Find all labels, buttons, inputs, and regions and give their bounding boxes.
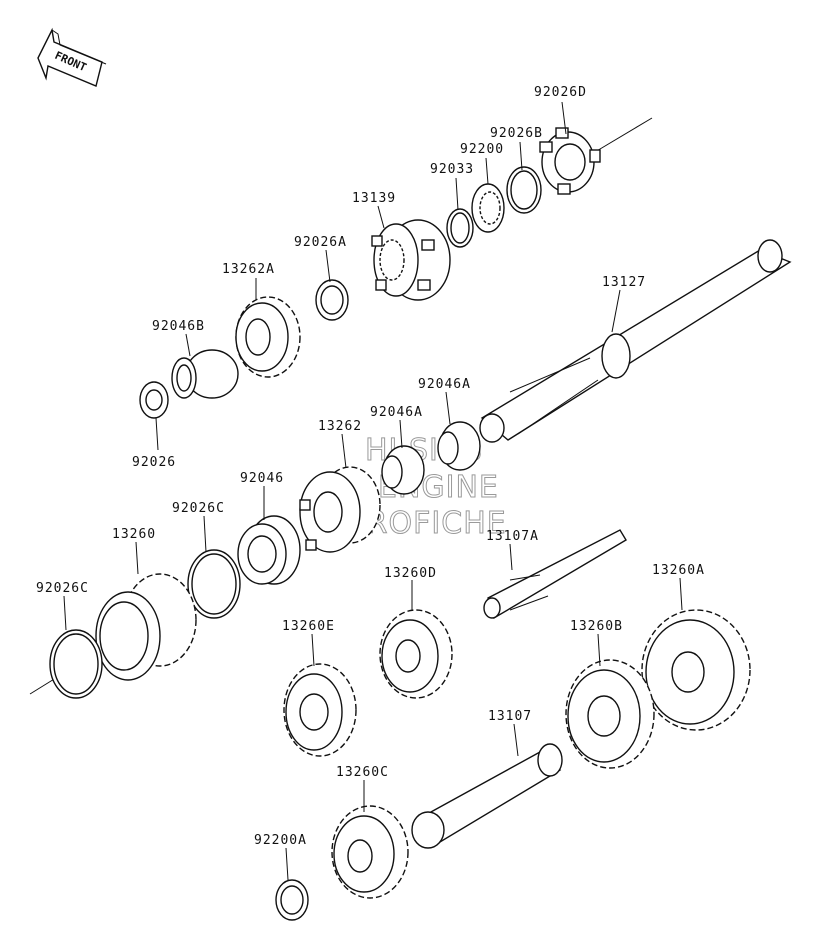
part-label-13127: 13127: [602, 275, 646, 290]
part-label-92026B: 92026B: [490, 126, 543, 141]
needle-bearing-92046A-lower: [381, 445, 425, 495]
part-label-92046A: 92046A: [370, 405, 423, 420]
circlip-92026C-upper: [187, 549, 241, 619]
snap-ring-92033: [446, 208, 474, 248]
circlip-92026B: [506, 166, 542, 214]
part-label-13107A: 13107A: [486, 529, 539, 544]
gear-13262A: [235, 296, 301, 378]
part-label-92026C: 92026C: [172, 501, 225, 516]
part-label-13262A: 13262A: [222, 262, 275, 277]
leader-lines: [63, 101, 683, 881]
part-label-13260B: 13260B: [570, 619, 623, 634]
circlip-92026C-lower: [49, 629, 103, 699]
part-label-92033: 92033: [430, 162, 474, 177]
splined-washer-92200: [471, 183, 505, 233]
part-label-13260A: 13260A: [652, 563, 705, 578]
part-label-92026: 92026: [132, 455, 176, 470]
part-label-13260: 13260: [112, 527, 156, 542]
front-arrow-icon: FRONT: [37, 27, 107, 87]
gear-13139: [371, 219, 451, 301]
part-label-13260D: 13260D: [384, 566, 437, 581]
lock-washer-92026D: [539, 127, 601, 195]
gear-13260B: [565, 659, 655, 769]
needle-bearing-92046B: [171, 349, 239, 399]
part-label-13260E: 13260E: [282, 619, 335, 634]
gear-13260D: [379, 609, 453, 699]
needle-bearing-92046: [237, 515, 301, 585]
part-label-13139: 13139: [352, 191, 396, 206]
part-label-92046: 92046: [240, 471, 284, 486]
part-label-92026C: 92026C: [36, 581, 89, 596]
part-label-92026A: 92026A: [294, 235, 347, 250]
part-label-92026D: 92026D: [534, 85, 587, 100]
gear-13262: [299, 466, 381, 553]
part-label-13107: 13107: [488, 709, 532, 724]
part-label-13260C: 13260C: [336, 765, 389, 780]
washer-92200A: [275, 879, 309, 921]
gear-13260A: [641, 609, 751, 731]
gear-13260C: [331, 805, 409, 899]
needle-bearing-92046A-upper: [437, 421, 481, 471]
axis-line-upper: [594, 117, 653, 153]
washer-92026A: [315, 279, 349, 321]
gear-13260: [95, 573, 197, 681]
part-label-92200A: 92200A: [254, 833, 307, 848]
part-label-13262: 13262: [318, 419, 362, 434]
shaft-13107: [411, 743, 563, 849]
part-label-92200: 92200: [460, 142, 504, 157]
part-labels: 92026D 92026B 92200 92033 13139 92026A 1…: [36, 85, 705, 848]
washer-92026: [139, 381, 169, 419]
part-label-92046B: 92046B: [152, 319, 205, 334]
part-label-92046A: 92046A: [418, 377, 471, 392]
gear-13260E: [283, 663, 357, 757]
shaft-13107A: [483, 529, 627, 620]
shaft-13127: [479, 239, 792, 443]
